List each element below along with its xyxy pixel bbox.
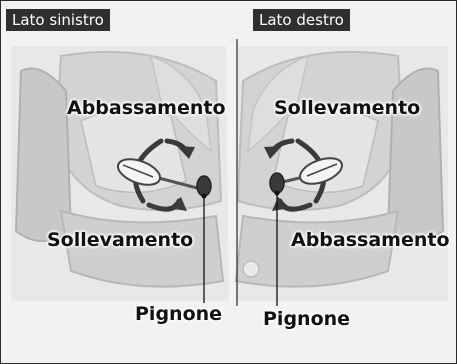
right-pinion-gear-icon — [269, 172, 285, 306]
left-bottom-label: Sollevamento — [47, 229, 194, 251]
left-side-tag: Lato sinistro — [6, 9, 110, 31]
left-pinion-gear-icon — [196, 175, 212, 303]
left-top-label: Abbassamento — [67, 97, 226, 119]
right-bottom-label: Abbassamento — [291, 229, 450, 251]
left-headlight-housing — [11, 46, 229, 301]
left-arrow-head-bottom — [169, 197, 187, 211]
right-screwdriver-icon — [277, 157, 344, 185]
right-arrow-head-top — [264, 146, 282, 159]
left-arrow-head-top — [177, 146, 195, 159]
right-pinion-label: Pignone — [263, 308, 351, 330]
left-pinion-label: Pignone — [135, 303, 223, 325]
left-screwdriver-icon — [116, 158, 202, 191]
right-side-tag: Lato destro — [253, 9, 350, 31]
right-headlight-housing — [234, 46, 448, 301]
right-top-label: Sollevamento — [274, 97, 421, 119]
